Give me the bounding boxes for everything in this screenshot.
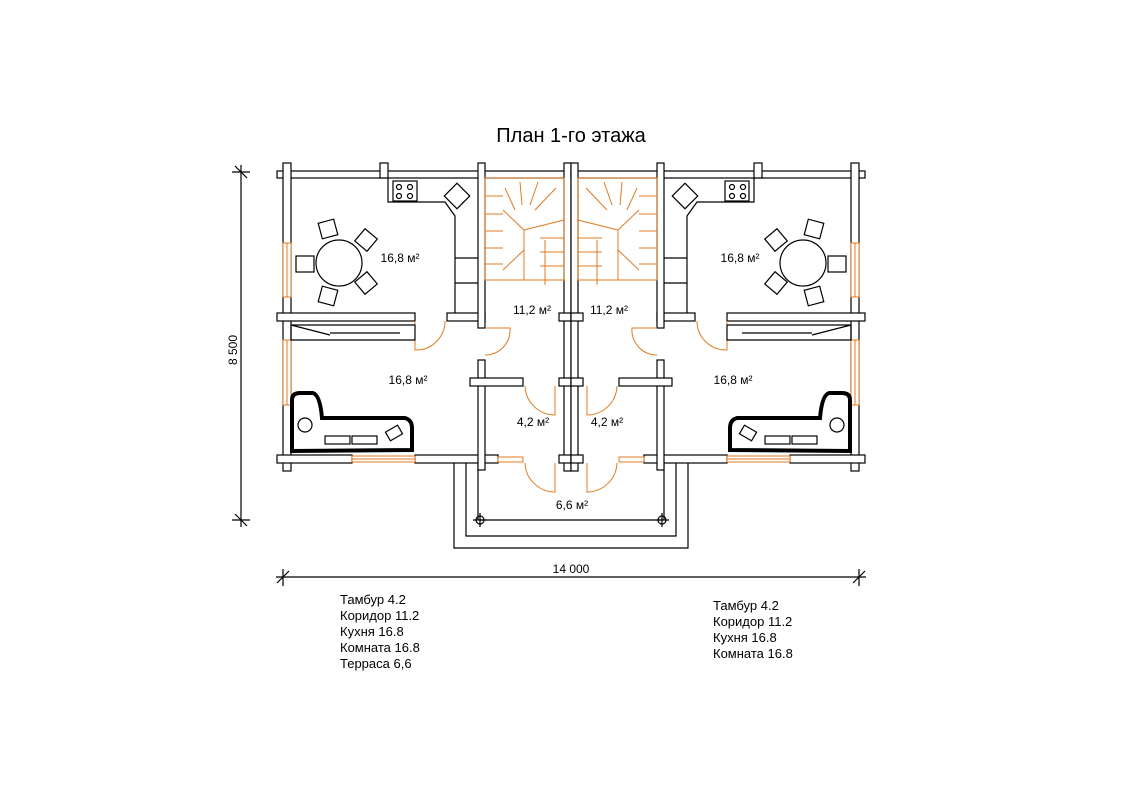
staircase: [484, 177, 565, 285]
kitchen-door: [414, 320, 446, 351]
wardrobe: [290, 324, 416, 341]
width-dimension: 14 000: [276, 562, 866, 586]
kitchen-counter: [387, 178, 478, 313]
room-area-right-tambur: 4,2 м²: [591, 415, 623, 429]
room-area-right-room: 16,8 м²: [714, 373, 753, 387]
dining-table-icon: [295, 218, 379, 307]
left-unit: [276, 162, 572, 549]
entrance-door: [524, 462, 556, 493]
room-area-left-tambur: 4,2 м²: [517, 415, 549, 429]
stove-icon: [392, 180, 418, 202]
terrace-outline: [453, 463, 571, 549]
legend-item: Тамбур 4.2: [340, 592, 406, 607]
legend-item: Коридор 11.2: [340, 608, 419, 623]
room-area-right-kitchen: 16,8 м²: [721, 251, 760, 265]
legend-item: Коридор 11.2: [713, 614, 792, 629]
width-dimension-label: 14 000: [553, 562, 590, 576]
legend-item: Тамбур 4.2: [713, 598, 779, 613]
plan-title: План 1-го этажа: [496, 125, 646, 147]
legend-right: Тамбур 4.2 Коридор 11.2 Кухня 16.8 Комна…: [713, 598, 793, 661]
legend-item: Кухня 16.8: [713, 630, 777, 645]
height-dimension-label: 8 500: [226, 335, 240, 365]
sofa-icon: [290, 391, 414, 454]
room-area-right-corridor: 11,2 м²: [590, 303, 628, 317]
legend-left: Тамбур 4.2 Коридор 11.2 Кухня 16.8 Комна…: [340, 592, 420, 671]
height-dimension: 8 500: [226, 165, 250, 527]
room-area-left-corridor: 11,2 м²: [513, 303, 551, 317]
room-area-left-kitchen: 16,8 м²: [381, 251, 420, 265]
tambur-door: [524, 385, 556, 416]
legend-item: Терраса 6,6: [340, 656, 412, 671]
legend-item: Кухня 16.8: [340, 624, 404, 639]
right-unit: [569, 161, 867, 550]
legend-item: Комната 16.8: [713, 646, 793, 661]
window: [497, 456, 524, 463]
room-area-left-room: 16,8 м²: [389, 373, 428, 387]
sink-icon: [443, 182, 471, 210]
legend-item: Комната 16.8: [340, 640, 420, 655]
corridor-door: [484, 327, 511, 356]
room-area-terrace: 6,6 м²: [556, 498, 588, 512]
